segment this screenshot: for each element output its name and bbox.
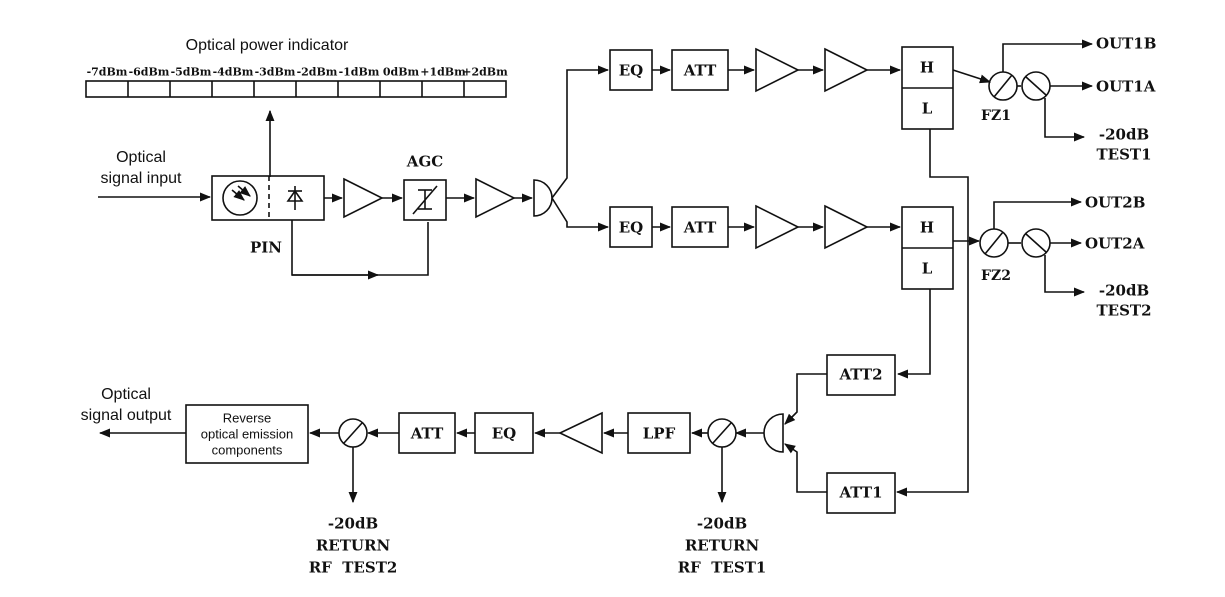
scale-label: -3dBm <box>254 65 296 79</box>
att1-label: ATT1 <box>839 483 883 502</box>
input-label-line1: Optical <box>116 149 166 166</box>
test2-level: -20dB <box>1098 281 1150 300</box>
return-test1-line1: RETURN <box>684 536 760 555</box>
h-label-1: H <box>919 58 935 77</box>
scale-label: +1dBm <box>420 65 466 79</box>
att-label-2: ATT <box>683 218 717 237</box>
scale-label: -7dBm <box>86 65 128 79</box>
output-label-line2: signal output <box>80 407 172 424</box>
l-label-2: L <box>921 259 933 278</box>
amplifier-1 <box>343 177 384 219</box>
eq-label-1: EQ <box>618 61 644 80</box>
return-combiner <box>763 413 784 453</box>
scale-label: -5dBm <box>170 65 212 79</box>
scale-label: 0dBm <box>382 65 420 79</box>
amplifier-b1-1 <box>755 47 800 93</box>
agc-block <box>403 179 447 221</box>
out2b-label: OUT2B <box>1085 193 1146 212</box>
emitter-label-line2: optical emission <box>200 426 294 442</box>
h-label-2: H <box>919 218 935 237</box>
l-label-1: L <box>921 99 933 118</box>
test2-name: TEST2 <box>1096 301 1152 320</box>
photodiode-icon <box>222 180 258 216</box>
input-label-line2: signal input <box>100 170 182 187</box>
return-amplifier <box>558 411 603 455</box>
att-label-1: ATT <box>683 61 717 80</box>
return-test2-level: -20dB <box>327 514 379 533</box>
eq-label-2: EQ <box>618 218 644 237</box>
fz1-label: FZ1 <box>981 108 1011 124</box>
fz2-label: FZ2 <box>981 268 1011 284</box>
pin-receiver-block <box>211 175 325 221</box>
att2-block <box>826 354 896 396</box>
lpf-label: LPF <box>642 424 676 443</box>
rf-splitter <box>533 179 553 217</box>
att2-label: ATT2 <box>839 365 883 384</box>
amplifier-2 <box>475 177 516 219</box>
amplifier-b2-2 <box>824 204 869 250</box>
indicator-title: Optical power indicator <box>185 37 349 54</box>
reverse-emitter-block <box>185 404 309 464</box>
return-att-label: ATT <box>410 424 444 443</box>
att1-block <box>826 472 896 514</box>
test1-name: TEST1 <box>1096 145 1152 164</box>
test1-level: -20dB <box>1098 125 1150 144</box>
output-label-line1: Optical <box>101 386 151 403</box>
return-eq-label: EQ <box>491 424 517 443</box>
agc-label: AGC <box>406 152 444 171</box>
scale-label: -1dBm <box>338 65 380 79</box>
out2a-label: OUT2A <box>1085 234 1145 253</box>
return-test2-line2: RF TEST2 <box>308 558 398 577</box>
emitter-label-line3: components <box>211 442 283 458</box>
scale-label: -4dBm <box>212 65 254 79</box>
scale-label: -2dBm <box>296 65 338 79</box>
amplifier-b2-1 <box>755 204 800 250</box>
return-test1-level: -20dB <box>696 514 748 533</box>
out1b-label: OUT1B <box>1096 34 1157 53</box>
return-test1-line2: RF TEST1 <box>677 558 767 577</box>
out1a-label: OUT1A <box>1096 77 1156 96</box>
scale-label: +2dBm <box>462 65 508 79</box>
return-test2-line1: RETURN <box>315 536 391 555</box>
amplifier-b1-2 <box>824 47 869 93</box>
emitter-label-line1: Reverse <box>222 410 272 426</box>
pin-label: PIN <box>249 238 283 257</box>
scale-label: -6dBm <box>128 65 170 79</box>
